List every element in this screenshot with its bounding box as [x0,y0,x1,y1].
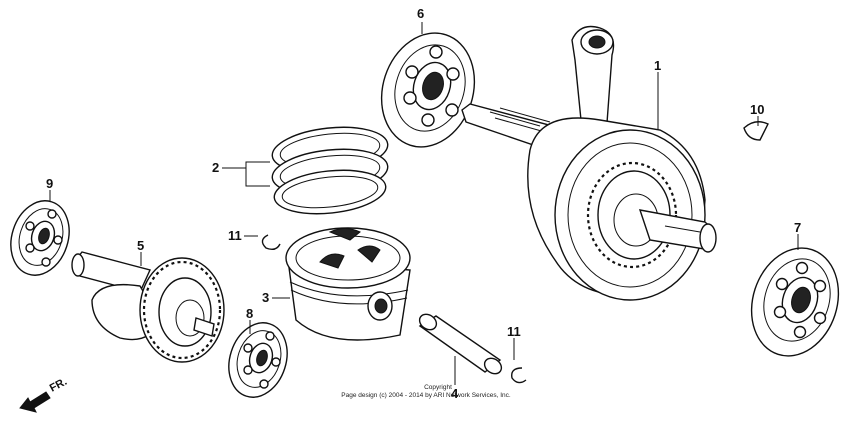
bearing-8[interactable] [220,315,297,405]
callout-2: 2 [212,160,219,175]
bearing-9[interactable] [2,193,79,283]
callout-6: 6 [417,6,424,21]
bearing-7[interactable] [738,237,850,368]
key-10[interactable] [743,121,769,141]
front-direction-arrow: FR. [19,376,69,413]
fr-label: FR. [48,376,69,395]
piston-3[interactable] [285,227,411,341]
piston-pin-4[interactable] [417,311,505,377]
copyright-title: Copyright [424,384,452,391]
piston-pin-clip-11-lower[interactable] [511,367,527,384]
balancer-shaft-5[interactable] [71,251,225,363]
callout-9: 9 [46,176,53,191]
callout-10: 10 [750,102,764,117]
callout-8: 8 [246,306,253,321]
callout-5: 5 [137,238,144,253]
crankshaft-1[interactable] [461,25,717,301]
callout-11-upper: 11 [228,228,242,243]
callout-11-lower: 11 [507,324,521,339]
bearing-6[interactable] [367,21,488,159]
callout-7: 7 [794,220,801,235]
piston-pin-clip-11-upper[interactable] [261,234,281,251]
callout-1: 1 [654,58,661,73]
callout-4: 4 [451,386,459,401]
piston-rings-2[interactable] [270,122,390,219]
copyright-notice: Page design (c) 2004 - 2014 by ARI Netwo… [341,392,511,399]
callout-3: 3 [262,290,269,305]
leader-lines [49,22,799,385]
